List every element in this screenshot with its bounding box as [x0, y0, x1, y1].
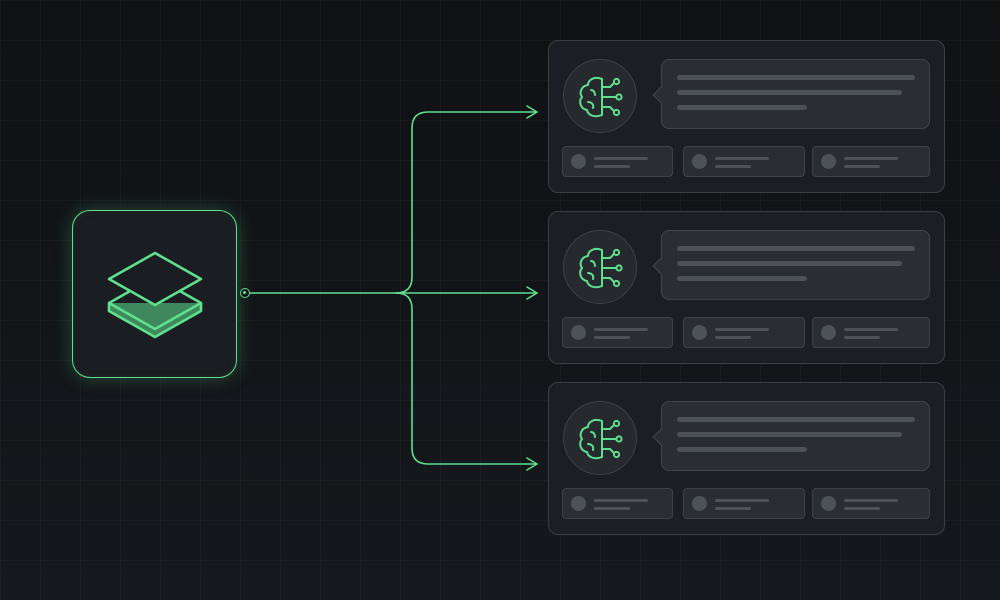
chip-line — [594, 328, 648, 331]
message-line — [677, 432, 902, 437]
agent-card[interactable] — [548, 382, 945, 535]
chip-dot — [692, 325, 707, 340]
chip-line — [844, 499, 898, 502]
agent-card[interactable] — [548, 211, 945, 364]
agent-chip[interactable] — [562, 317, 673, 348]
agent-chip[interactable] — [683, 146, 805, 177]
message-line — [677, 261, 902, 266]
chip-line — [715, 157, 769, 160]
chip-dot — [692, 496, 707, 511]
chip-line — [594, 157, 648, 160]
chip-dot — [571, 325, 586, 340]
chip-line — [715, 499, 769, 502]
arrowhead-middle — [526, 286, 538, 300]
arrowhead-bottom — [526, 457, 538, 471]
agent-chip[interactable] — [683, 317, 805, 348]
agent-message-bubble — [661, 230, 930, 300]
ai-brain-circuit-icon — [579, 76, 623, 118]
message-line — [677, 75, 915, 80]
message-line — [677, 246, 915, 251]
chip-line — [844, 328, 898, 331]
message-line — [677, 90, 902, 95]
ai-brain-circuit-icon — [579, 418, 623, 460]
chip-dot — [821, 154, 836, 169]
chip-line — [715, 336, 751, 339]
agent-chip[interactable] — [562, 146, 673, 177]
connector-branch-bottom — [395, 292, 538, 465]
message-line — [677, 447, 807, 452]
chip-line — [844, 165, 880, 168]
agent-message-bubble — [661, 59, 930, 129]
chip-dot — [821, 325, 836, 340]
chip-line — [594, 499, 648, 502]
layers-stack-icon — [107, 251, 203, 339]
arrowhead-top — [526, 105, 538, 119]
chip-dot — [571, 154, 586, 169]
chip-line — [715, 507, 751, 510]
chip-line — [715, 328, 769, 331]
agent-avatar — [563, 401, 637, 475]
chip-line — [844, 336, 880, 339]
chip-line — [594, 336, 630, 339]
chip-line — [594, 165, 630, 168]
agent-avatar — [563, 230, 637, 304]
connector-branch-top — [395, 111, 538, 294]
agent-card[interactable] — [548, 40, 945, 193]
chip-line — [844, 507, 880, 510]
chip-line — [715, 165, 751, 168]
chip-dot — [821, 496, 836, 511]
agent-message-bubble — [661, 401, 930, 471]
ai-brain-circuit-icon — [579, 247, 623, 289]
agent-chip[interactable] — [562, 488, 673, 519]
agent-chip[interactable] — [812, 488, 930, 519]
output-port[interactable] — [240, 288, 250, 298]
chip-line — [594, 507, 630, 510]
agent-chip[interactable] — [683, 488, 805, 519]
message-line — [677, 276, 807, 281]
agent-chip[interactable] — [812, 317, 930, 348]
source-node[interactable] — [72, 210, 237, 378]
chip-dot — [692, 154, 707, 169]
agent-avatar — [563, 59, 637, 133]
chip-line — [844, 157, 898, 160]
chip-dot — [571, 496, 586, 511]
agent-chip[interactable] — [812, 146, 930, 177]
message-line — [677, 105, 807, 110]
message-line — [677, 417, 915, 422]
